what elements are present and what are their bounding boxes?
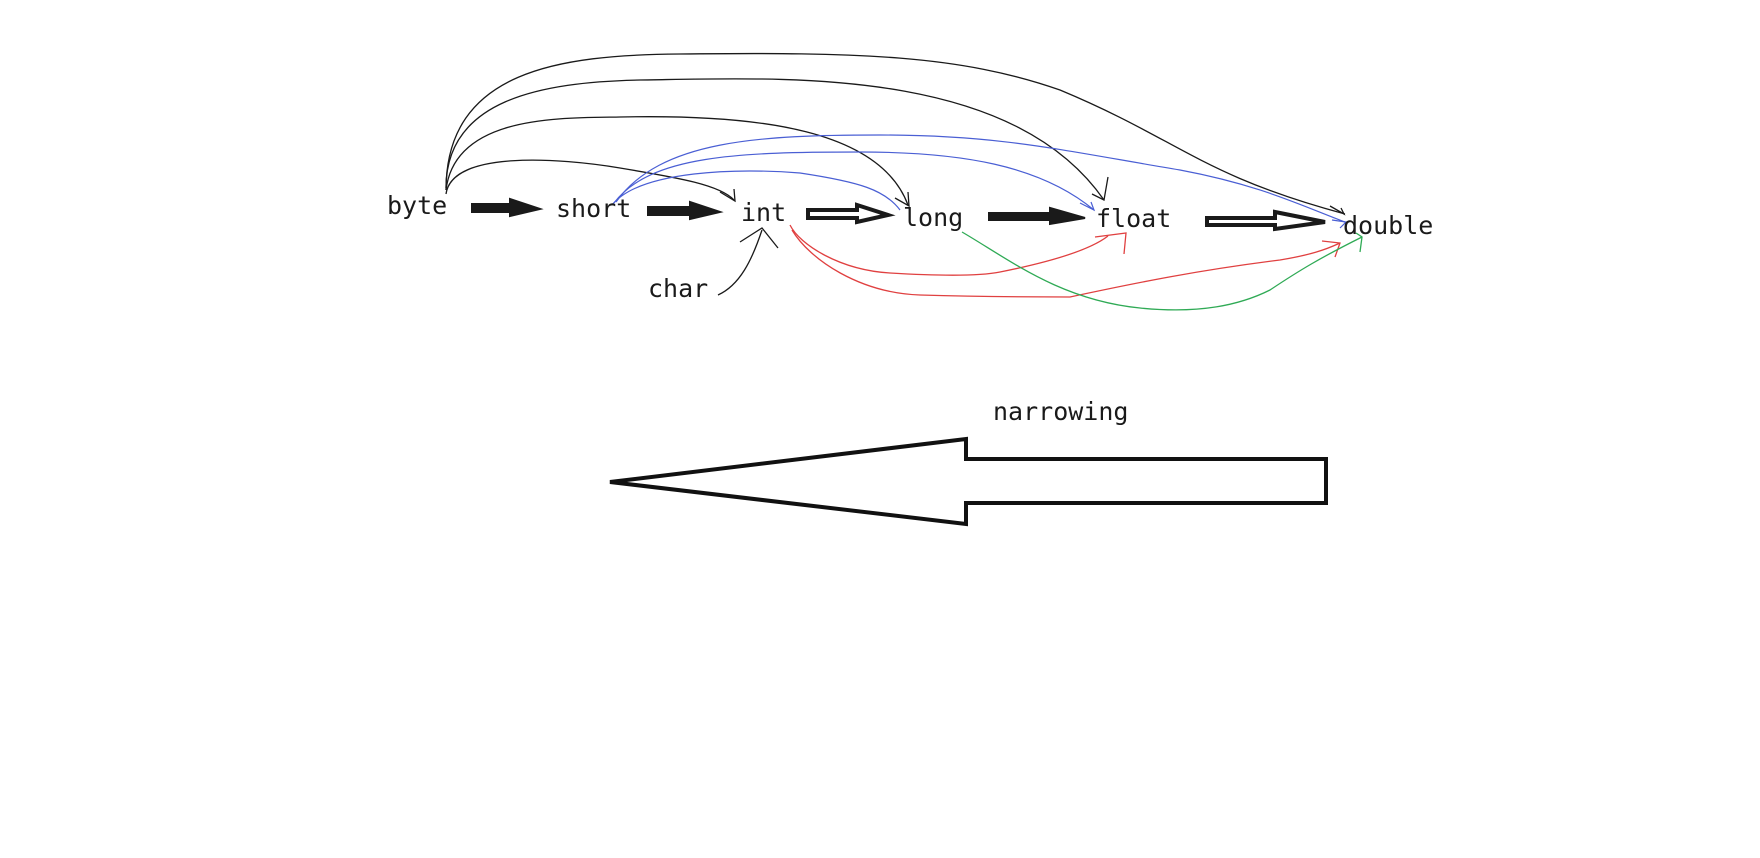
arrow-byte-short bbox=[471, 197, 544, 218]
arc-byte-long bbox=[445, 116, 909, 206]
arc-short-double-head bbox=[1331, 219, 1348, 229]
arc-byte-double bbox=[445, 52, 1346, 215]
arc-byte-int bbox=[445, 159, 735, 201]
arc-short-double bbox=[615, 134, 1346, 223]
arc-int-float-head bbox=[1094, 232, 1127, 255]
narrowing-arrow bbox=[609, 436, 1328, 527]
long-arcs bbox=[961, 231, 1363, 311]
type-label-double: double bbox=[1343, 211, 1434, 240]
arc-int-float bbox=[789, 224, 1109, 276]
arc-short-float-head bbox=[1079, 201, 1096, 212]
byte-arcs bbox=[445, 52, 1346, 216]
arc-long-double bbox=[961, 231, 1363, 311]
arc-short-float bbox=[613, 151, 1095, 211]
type-label-char: char bbox=[648, 274, 709, 303]
narrowing-label: narrowing bbox=[993, 397, 1129, 426]
arc-int-double bbox=[791, 229, 1341, 298]
arc-char-int-head bbox=[739, 227, 779, 249]
type-label-long: long bbox=[903, 203, 964, 232]
arc-char-int bbox=[717, 229, 763, 296]
arrow-short-int bbox=[647, 200, 724, 221]
arc-long-double-head bbox=[1355, 232, 1363, 253]
arrow-long-float bbox=[988, 206, 1086, 226]
widening-arrows bbox=[471, 197, 1326, 232]
type-label-byte: byte bbox=[387, 191, 448, 220]
int-arcs bbox=[789, 224, 1341, 298]
char-arrow bbox=[717, 227, 779, 296]
arrow-int-long bbox=[806, 202, 896, 225]
arc-byte-int-head bbox=[719, 188, 736, 203]
arc-byte-long-head bbox=[894, 191, 910, 208]
arc-byte-double-head bbox=[1329, 205, 1346, 216]
type-label-short: short bbox=[556, 194, 632, 223]
arrow-float-double bbox=[1205, 209, 1326, 232]
arc-short-long bbox=[611, 170, 901, 211]
type-label-float: float bbox=[1096, 204, 1172, 233]
arc-int-double-head bbox=[1321, 240, 1341, 258]
arc-byte-float-head bbox=[1091, 176, 1109, 201]
arc-byte-float bbox=[445, 78, 1105, 201]
type-label-int: int bbox=[741, 198, 787, 227]
short-arcs bbox=[611, 134, 1348, 229]
